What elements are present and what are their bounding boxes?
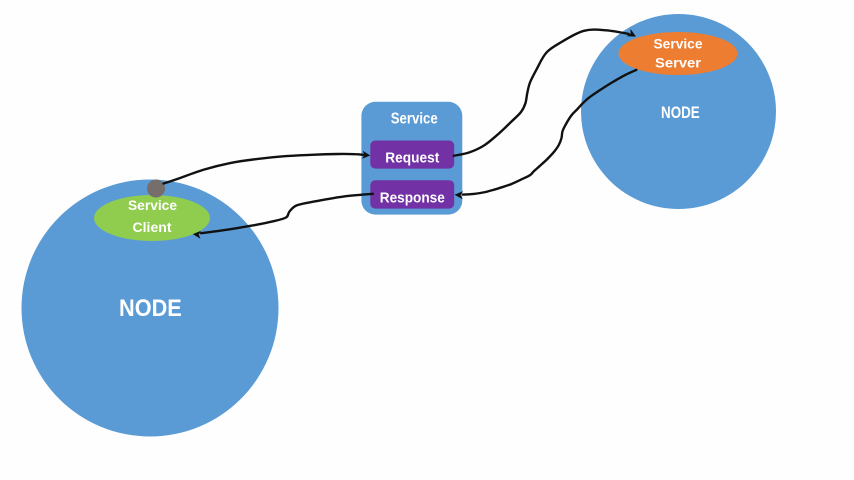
svg-text:NODE: NODE (119, 295, 182, 322)
svg-text:Request: Request (385, 150, 439, 166)
svg-text:Response: Response (380, 190, 445, 206)
svg-text:Service: Service (654, 36, 703, 52)
svg-text:Client: Client (133, 219, 172, 235)
svg-text:NODE: NODE (661, 103, 700, 122)
svg-text:Service: Service (128, 197, 177, 213)
svg-text:Server: Server (655, 55, 702, 71)
svg-text:Service: Service (391, 111, 438, 128)
